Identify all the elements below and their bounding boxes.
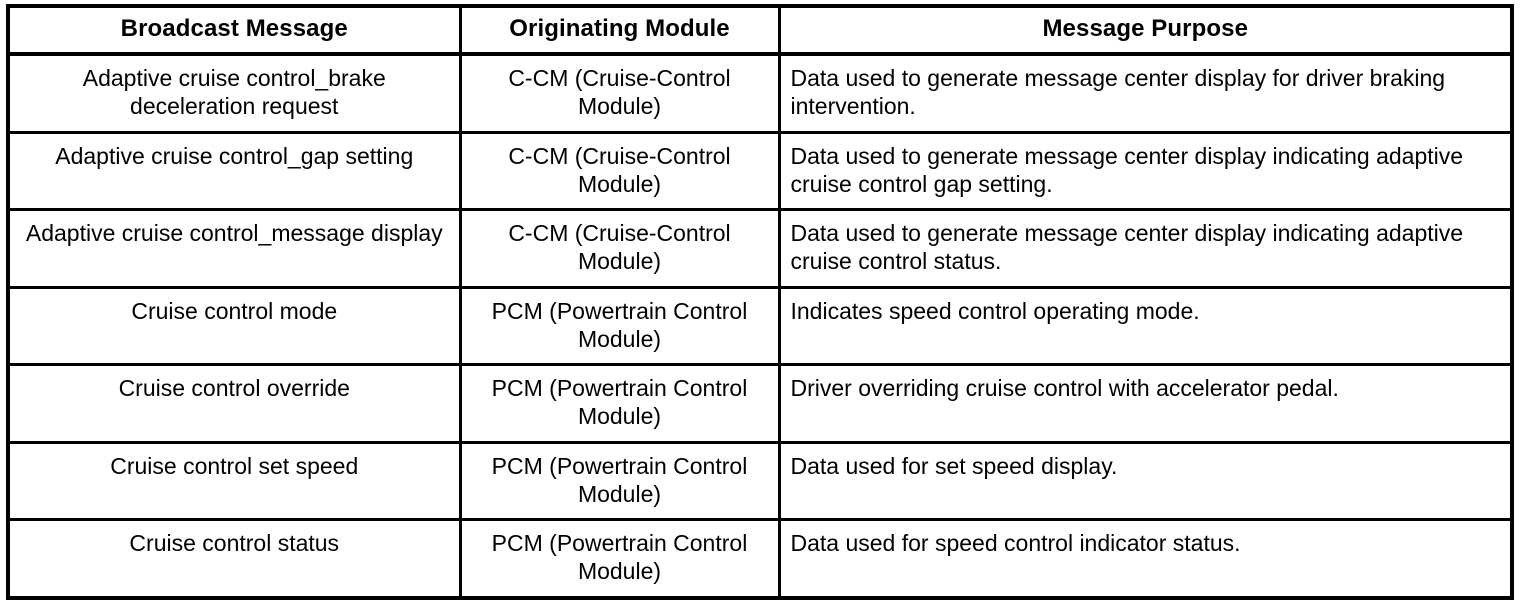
cell-originating-module: PCM (Powertrain Control Module) xyxy=(460,285,781,365)
cell-originating-module: C-CM (Cruise-Control Module) xyxy=(460,208,781,288)
cell-broadcast-message: Cruise control status xyxy=(10,518,462,596)
cell-broadcast-message: Cruise control set speed xyxy=(10,440,462,520)
table-row: Cruise control override PCM (Powertrain … xyxy=(10,363,1510,443)
cell-message-purpose: Data used for speed control indicator st… xyxy=(779,518,1510,596)
broadcast-message-table: Broadcast Message Originating Module Mes… xyxy=(10,8,1510,596)
cell-message-purpose: Driver overriding cruise control with ac… xyxy=(779,363,1510,443)
cell-text: Cruise control override xyxy=(118,375,350,402)
table-row: Cruise control mode PCM (Powertrain Cont… xyxy=(10,285,1510,365)
cell-broadcast-message: Cruise control override xyxy=(10,363,462,443)
cell-text: Adaptive cruise control_message display xyxy=(25,220,443,247)
cell-text: Driver overriding cruise control with ac… xyxy=(790,375,1339,402)
table-row: Cruise control set speed PCM (Powertrain… xyxy=(10,440,1510,520)
cell-broadcast-message: Cruise control mode xyxy=(10,285,462,365)
cell-message-purpose: Data used to generate message center dis… xyxy=(779,130,1510,210)
cell-text: C-CM (Cruise-Control Module) xyxy=(508,142,731,197)
cell-text: Data used to generate message center dis… xyxy=(790,220,1464,275)
table-header: Broadcast Message Originating Module Mes… xyxy=(10,8,1510,56)
cell-text: PCM (Powertrain Control Module) xyxy=(491,375,748,430)
cell-message-purpose: Data used to generate message center dis… xyxy=(779,54,1510,132)
table-header-row: Broadcast Message Originating Module Mes… xyxy=(10,8,1510,56)
table-row: Cruise control status PCM (Powertrain Co… xyxy=(10,518,1510,596)
cell-originating-module: PCM (Powertrain Control Module) xyxy=(460,518,781,596)
cell-text: Cruise control set speed xyxy=(110,452,359,479)
cell-message-purpose: Data used for set speed display. xyxy=(779,440,1510,520)
cell-text: Indicates speed control operating mode. xyxy=(790,297,1200,324)
cell-text: PCM (Powertrain Control Module) xyxy=(491,297,748,352)
cell-originating-module: C-CM (Cruise-Control Module) xyxy=(460,130,781,210)
cell-originating-module: PCM (Powertrain Control Module) xyxy=(460,363,781,443)
cell-text: Data used for set speed display. xyxy=(790,452,1118,479)
cell-text: Data used to generate message center dis… xyxy=(790,65,1446,120)
cell-text: Adaptive cruise control_brake decelerati… xyxy=(82,65,386,120)
table-body: Adaptive cruise control_brake decelerati… xyxy=(10,54,1510,596)
column-header-originating-module: Originating Module xyxy=(460,8,781,56)
cell-originating-module: PCM (Powertrain Control Module) xyxy=(460,440,781,520)
cell-originating-module: C-CM (Cruise-Control Module) xyxy=(460,54,781,133)
cell-text: Data used to generate message center dis… xyxy=(790,142,1464,197)
cell-text: Cruise control mode xyxy=(131,297,338,324)
cell-message-purpose: Data used to generate message center dis… xyxy=(779,208,1510,288)
cell-broadcast-message: Adaptive cruise control_message display xyxy=(10,208,462,288)
cell-broadcast-message: Adaptive cruise control_gap setting xyxy=(10,130,462,210)
cell-text: PCM (Powertrain Control Module) xyxy=(491,452,748,507)
column-header-broadcast-message: Broadcast Message xyxy=(10,8,462,56)
table-row: Adaptive cruise control_message display … xyxy=(10,208,1510,288)
broadcast-message-table-container: Broadcast Message Originating Module Mes… xyxy=(6,4,1514,600)
cell-broadcast-message: Adaptive cruise control_brake decelerati… xyxy=(10,54,462,133)
cell-text: Adaptive cruise control_gap setting xyxy=(55,142,414,169)
table-row: Adaptive cruise control_brake decelerati… xyxy=(10,54,1510,133)
cell-text: PCM (Powertrain Control Module) xyxy=(491,530,748,585)
table-row: Adaptive cruise control_gap setting C-CM… xyxy=(10,130,1510,210)
cell-message-purpose: Indicates speed control operating mode. xyxy=(779,285,1510,365)
column-header-message-purpose: Message Purpose xyxy=(779,8,1510,56)
cell-text: C-CM (Cruise-Control Module) xyxy=(508,65,731,120)
cell-text: Data used for speed control indicator st… xyxy=(790,530,1241,557)
cell-text: Cruise control status xyxy=(129,530,340,557)
cell-text: C-CM (Cruise-Control Module) xyxy=(508,220,731,275)
